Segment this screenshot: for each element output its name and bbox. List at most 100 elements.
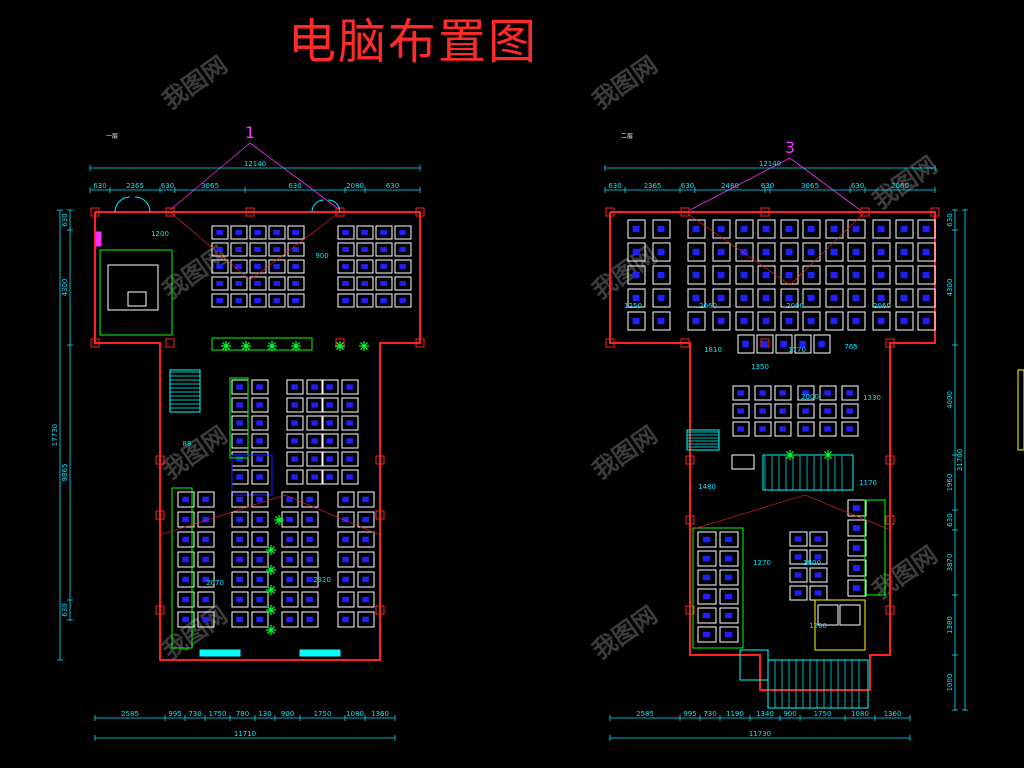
chair: [785, 225, 793, 233]
reference-line: [159, 494, 286, 536]
chair: [779, 390, 786, 396]
desk: [281, 611, 299, 628]
desk: [286, 379, 304, 395]
desk: [917, 242, 936, 262]
chair: [380, 247, 387, 252]
desk: [337, 551, 355, 568]
dimension-label: 12140: [244, 160, 266, 168]
desk: [825, 242, 844, 262]
chair: [326, 456, 333, 462]
desk: [197, 531, 215, 548]
desk: [356, 225, 374, 240]
plant-icon: [267, 341, 277, 351]
chair: [846, 390, 853, 396]
chair: [846, 426, 853, 432]
planter-strip: [211, 337, 313, 351]
chair: [814, 554, 822, 560]
desk: [197, 511, 215, 528]
chair: [380, 230, 387, 235]
desk: [895, 219, 914, 239]
column: [680, 338, 690, 348]
reception-room: [99, 249, 173, 336]
desk: [306, 469, 324, 485]
desk: [917, 219, 936, 239]
inner-dimension-label: 1250: [624, 302, 642, 310]
column: [155, 455, 165, 465]
toilet-stall: [839, 604, 861, 626]
desk: [230, 225, 248, 240]
desk: [794, 334, 812, 354]
desk: [337, 611, 355, 628]
column: [90, 338, 100, 348]
desk: [231, 551, 249, 568]
chair: [702, 574, 711, 581]
chair: [286, 516, 293, 523]
chair: [254, 298, 261, 303]
desk: [281, 571, 299, 588]
desk: [357, 531, 375, 548]
reference-line: [284, 494, 381, 536]
desk: [825, 219, 844, 239]
chair: [399, 298, 406, 303]
room-partition: [692, 527, 744, 649]
desk: [268, 242, 286, 257]
desk: [251, 491, 269, 508]
desk: [341, 469, 359, 485]
stairwell: [169, 369, 201, 413]
edge-marker: [1017, 369, 1024, 451]
column: [930, 207, 940, 217]
watermark-text: 我图网: [587, 51, 662, 115]
chair: [254, 230, 261, 235]
chair: [236, 384, 243, 390]
dimension-label: 1360: [371, 710, 389, 718]
chair: [286, 576, 293, 583]
chair: [202, 596, 209, 603]
dimension-label: 900: [281, 710, 294, 718]
chair: [785, 271, 793, 279]
desk: [394, 242, 412, 257]
chair: [342, 281, 349, 286]
dimension-label: 2585: [636, 710, 654, 718]
chair: [362, 536, 369, 543]
chair: [814, 536, 822, 542]
chair: [877, 294, 885, 302]
plant-icon: [274, 515, 284, 525]
chair: [830, 294, 838, 302]
dimension-label: 1750: [314, 710, 332, 718]
dimension-label: 2480: [721, 182, 739, 190]
chair: [256, 456, 263, 462]
side-partition: [864, 499, 886, 596]
desk: [732, 403, 750, 419]
chair: [807, 317, 815, 325]
chair: [814, 590, 822, 596]
axis-number: 1: [245, 123, 255, 142]
desk: [872, 219, 891, 239]
chair: [724, 555, 733, 562]
desk: [341, 379, 359, 395]
desk: [211, 242, 229, 257]
dimension-label: 1190: [726, 710, 744, 718]
desk: [872, 265, 891, 285]
plant-leaf: [363, 342, 368, 347]
chair: [794, 554, 802, 560]
inner-dimension-label: 765: [844, 343, 857, 351]
desk: [732, 421, 750, 437]
dimension-label: 630: [681, 182, 694, 190]
dimension-label: 630: [61, 213, 69, 226]
chair: [900, 294, 908, 302]
desk: [719, 588, 739, 605]
chair: [717, 271, 725, 279]
inner-dimension-label: 2060: [873, 302, 891, 310]
desk: [337, 293, 355, 308]
chair: [311, 384, 318, 390]
desk: [281, 531, 299, 548]
reception-counter: [107, 264, 159, 311]
desk: [819, 385, 837, 401]
desk: [895, 242, 914, 262]
chair: [235, 281, 242, 286]
dimension-label: 4300: [946, 279, 954, 297]
chair: [807, 294, 815, 302]
desk: [780, 288, 799, 308]
chair: [785, 248, 793, 256]
chair: [235, 298, 242, 303]
